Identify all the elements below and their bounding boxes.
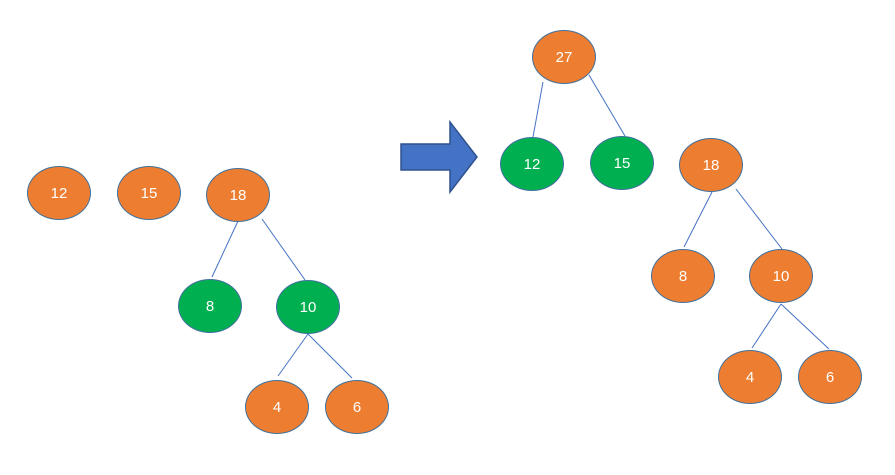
right-arrow-icon bbox=[400, 119, 478, 195]
node-8-before: 8 bbox=[178, 279, 242, 333]
node-label: 18 bbox=[229, 186, 247, 204]
node-label: 4 bbox=[745, 368, 755, 386]
node-8-after: 8 bbox=[651, 249, 715, 303]
node-label: 8 bbox=[678, 267, 688, 285]
edge-18-10 bbox=[261, 218, 306, 281]
edge-27-12 bbox=[532, 81, 544, 138]
node-label: 10 bbox=[772, 267, 790, 285]
node-27-after: 27 bbox=[532, 30, 596, 84]
node-label: 12 bbox=[523, 155, 541, 173]
edge-10-6 bbox=[307, 333, 353, 379]
node-12-after: 12 bbox=[500, 137, 564, 191]
node-10-after: 10 bbox=[749, 249, 813, 303]
node-18-before: 18 bbox=[206, 168, 270, 222]
node-12-before: 12 bbox=[27, 166, 91, 220]
node-label: 6 bbox=[352, 398, 362, 416]
node-10-before: 10 bbox=[276, 280, 340, 334]
node-15-before: 15 bbox=[117, 166, 181, 220]
node-label: 15 bbox=[140, 184, 158, 202]
node-label: 6 bbox=[825, 368, 835, 386]
node-label: 15 bbox=[613, 154, 631, 172]
edge-18-8 bbox=[211, 220, 239, 278]
node-6-after: 6 bbox=[798, 350, 862, 404]
node-15-after: 15 bbox=[590, 136, 654, 190]
node-label: 4 bbox=[272, 398, 282, 416]
edge-18-8-after bbox=[683, 191, 713, 248]
node-label: 27 bbox=[555, 48, 573, 66]
node-label: 18 bbox=[702, 156, 720, 174]
node-6-before: 6 bbox=[325, 380, 389, 434]
edge-27-15 bbox=[588, 74, 626, 137]
edge-10-4 bbox=[277, 333, 309, 377]
node-label: 10 bbox=[299, 298, 317, 316]
node-4-after: 4 bbox=[718, 350, 782, 404]
node-label: 12 bbox=[50, 184, 68, 202]
node-label: 8 bbox=[205, 297, 215, 315]
edge-10-6-after bbox=[780, 303, 830, 350]
node-18-after: 18 bbox=[679, 138, 743, 192]
edge-18-10-after bbox=[735, 188, 783, 250]
node-4-before: 4 bbox=[245, 380, 309, 434]
edge-10-4-after bbox=[751, 303, 782, 349]
